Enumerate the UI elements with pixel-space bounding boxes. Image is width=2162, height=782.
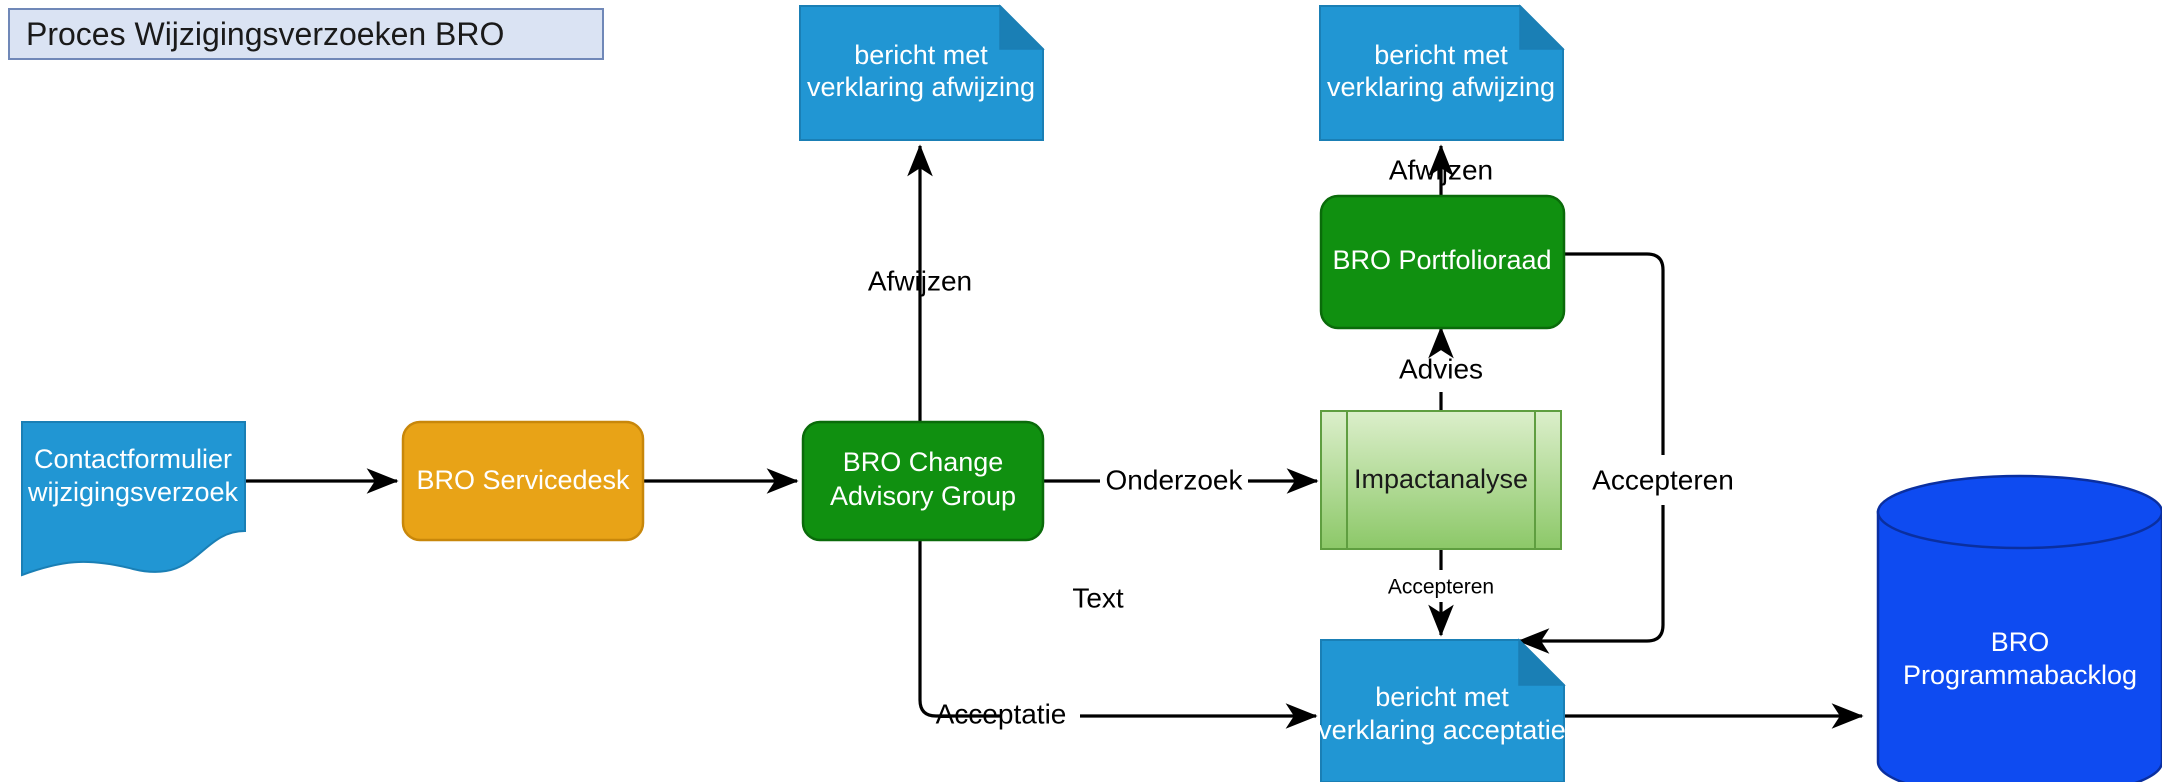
node-label-line1: bericht met <box>1375 682 1509 712</box>
node-label-line2: verklaring afwijzing <box>1327 72 1555 102</box>
note-fold-icon <box>1518 638 1566 686</box>
edge-label-advies: Advies <box>1399 353 1483 384</box>
document-shape <box>21 421 246 577</box>
edge-label-onderzoek: Onderzoek <box>1106 464 1244 495</box>
diagram-title-box: Proces Wijzigingsverzoeken BRO <box>8 8 604 60</box>
node-change-advisory-group[interactable]: BRO Change Advisory Group <box>801 420 1045 542</box>
edges-layer <box>245 144 1864 729</box>
node-label-line2: wijzigingsverzoek <box>27 477 239 507</box>
edge-label-accepteren-impactanalyse: Accepteren <box>1388 576 1494 599</box>
node-programmabacklog[interactable]: BRO Programmabacklog <box>1876 474 2162 782</box>
predefined-process-shape <box>1320 410 1562 550</box>
node-label-line2: verklaring afwijzing <box>807 72 1035 102</box>
page-title: Proces Wijzigingsverzoeken BRO <box>26 15 505 52</box>
node-bericht-acceptatie[interactable]: bericht met verklaring acceptatie <box>1318 638 1566 782</box>
rounded-process-shape <box>801 420 1045 542</box>
edge-label-afwijzen-links: Afwijzen <box>868 265 972 296</box>
node-label-line2: Programmabacklog <box>1903 660 2137 690</box>
node-bericht-afwijzing-rechts[interactable]: bericht met verklaring afwijzing <box>1319 4 1565 141</box>
edge-label-acceptatie: Acceptatie <box>936 698 1067 729</box>
node-label-line1: bericht met <box>1374 40 1508 70</box>
cylinder-top <box>1876 474 2162 550</box>
node-label-line1: Impactanalyse <box>1354 464 1528 494</box>
edge-cag-to-bericht-acceptatie <box>918 540 1002 718</box>
node-label-line1: bericht met <box>854 40 988 70</box>
node-label-line1: BRO Portfolioraad <box>1332 245 1551 275</box>
node-label-line1: Contactformulier <box>34 444 232 474</box>
edge-labels-layer: Afwijzen Afwijzen Onderzoek Advies Accep… <box>868 154 1734 729</box>
node-label-line2: verklaring acceptatie <box>1318 715 1566 745</box>
edge-accepteren-elbow-bottom <box>1517 505 1665 654</box>
node-servicedesk[interactable]: BRO Servicedesk <box>401 420 645 542</box>
node-label-line1: BRO Servicedesk <box>416 465 630 495</box>
edge-label-text-stray: Text <box>1072 582 1124 613</box>
cylinder-body <box>1876 510 2162 782</box>
rounded-process-shape <box>401 420 645 542</box>
note-fold-icon <box>999 4 1045 50</box>
note-shape <box>1319 5 1564 141</box>
edge-label-afwijzen-rechts: Afwijzen <box>1389 154 1493 185</box>
note-shape <box>799 5 1044 141</box>
note-shape <box>1320 639 1565 782</box>
node-label-line1: BRO Change <box>843 447 1004 477</box>
node-portfolioraad[interactable]: BRO Portfolioraad <box>1319 194 1566 330</box>
edge-portfolioraad-to-bericht-acceptatie-top <box>1564 252 1665 455</box>
note-fold-icon <box>1519 4 1565 50</box>
node-label-line1: BRO <box>1991 627 2050 657</box>
node-bericht-afwijzing-links[interactable]: bericht met verklaring afwijzing <box>799 4 1045 141</box>
node-label-line2: Advisory Group <box>830 481 1016 511</box>
edge-label-accepteren-portfolioraad: Accepteren <box>1592 464 1734 495</box>
rounded-process-shape <box>1319 194 1566 330</box>
node-impactanalyse[interactable]: Impactanalyse <box>1320 410 1562 550</box>
node-contactformulier[interactable]: Contactformulier wijzigingsverzoek <box>21 421 246 577</box>
